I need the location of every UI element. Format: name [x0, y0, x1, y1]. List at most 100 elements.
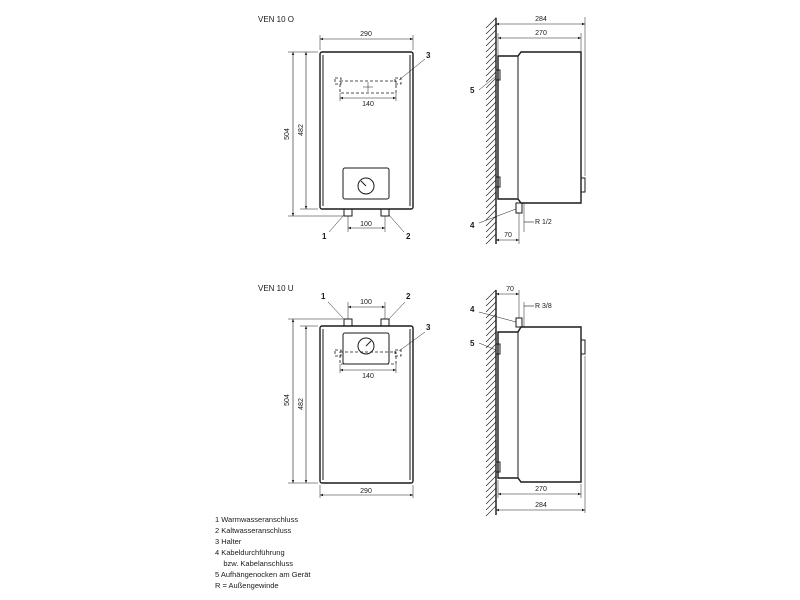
- callout-5-top: 5: [470, 86, 475, 95]
- hatch-line: [485, 185, 497, 197]
- hatch-line: [485, 53, 497, 65]
- dim-depth-total-top: 284: [535, 16, 547, 23]
- thermostat-knob-top: [357, 177, 375, 195]
- dim-hanger-top: 140: [362, 101, 374, 108]
- callout-3-bottom: 3: [426, 323, 431, 332]
- side-view-top: 284 270 R 1/2 70 5 4: [470, 16, 586, 245]
- hatch-line: [485, 191, 497, 203]
- hatch-line: [485, 101, 497, 113]
- dim-width-bottom: 290: [360, 488, 372, 495]
- hatch-line: [485, 209, 497, 221]
- hatch-line: [485, 107, 497, 119]
- hatch-line: [485, 385, 497, 397]
- hanger-bottom: [339, 351, 397, 365]
- dim-connections-top: 100: [360, 221, 372, 228]
- hatch-line: [485, 319, 497, 331]
- legend-item: 1 Warmwasseranschluss: [215, 515, 298, 524]
- hatch-line: [485, 161, 497, 173]
- hatch-line: [485, 119, 497, 131]
- hatch-line: [485, 397, 497, 409]
- hatch-line: [485, 493, 497, 505]
- front-view-bottom: VEN 10 U 100 140 290: [258, 284, 431, 498]
- hatch-line: [485, 475, 497, 487]
- hatch-line: [485, 415, 497, 427]
- hatch-line: [485, 367, 497, 379]
- callout-5-bottom: 5: [470, 339, 475, 348]
- hatch-line: [485, 17, 497, 29]
- hanging-lug-bottom: [495, 343, 501, 355]
- dim-depth-body-bottom: 270: [535, 486, 547, 493]
- hatch-line: [485, 379, 497, 391]
- hatch-line: [485, 469, 497, 481]
- hatch-line: [485, 499, 497, 511]
- legend-item: bzw. Kabelanschluss: [215, 559, 293, 568]
- hatch-line: [485, 349, 497, 361]
- hanger-top: [339, 80, 397, 94]
- hatch-line: [485, 203, 497, 215]
- hatch-line: [485, 155, 497, 167]
- hatch-line: [485, 221, 497, 233]
- callout-4-top: 4: [470, 221, 475, 230]
- dim-connections-bottom: 100: [360, 299, 372, 306]
- hatch-line: [485, 197, 497, 209]
- hatch-line: [485, 143, 497, 155]
- connection-side-bottom: [515, 317, 523, 328]
- dim-height-total-top: 504: [284, 128, 291, 140]
- hatch-line: [485, 95, 497, 107]
- hatch-line: [485, 65, 497, 77]
- legend: 1 Warmwasseranschluss 2 Kaltwasseranschl…: [215, 515, 311, 590]
- hatch-line: [485, 113, 497, 125]
- hatch-line: [485, 505, 497, 517]
- hatch-line: [485, 131, 497, 143]
- cold-water-connection-top: [380, 208, 390, 217]
- hatch-line: [485, 457, 497, 469]
- dim-height-body-bottom: 482: [298, 398, 305, 410]
- thermostat-knob-bottom: [357, 337, 375, 355]
- callout-4-bottom: 4: [470, 305, 475, 314]
- legend-item: R = Außengewinde: [215, 581, 279, 590]
- callout-1-bottom: 1: [321, 292, 326, 301]
- dim-wall-offset-bottom: 70: [506, 286, 514, 293]
- legend-item: 2 Kaltwasseranschluss: [215, 526, 292, 535]
- hatch-line: [485, 295, 497, 307]
- connection-side-top: [515, 202, 523, 214]
- hatch-line: [485, 41, 497, 53]
- hatch-line: [485, 179, 497, 191]
- dim-height-body-top: 482: [298, 124, 305, 136]
- hatch-line: [485, 137, 497, 149]
- hatch-line: [485, 445, 497, 457]
- callout-3-top: 3: [426, 51, 431, 60]
- thermostat-panel-top: [342, 167, 390, 200]
- heater-body-bottom: [319, 325, 414, 484]
- hatch-line: [485, 71, 497, 83]
- hatch-line: [485, 325, 497, 337]
- wall-hatching-bottom: [485, 289, 497, 517]
- legend-item: 3 Halter: [215, 537, 242, 546]
- hatch-line: [485, 83, 497, 95]
- side-view-bottom: 70 R 3/8 270 284 4 5: [470, 286, 586, 517]
- callout-2-bottom: 2: [406, 292, 411, 301]
- hatch-line: [485, 313, 497, 325]
- hatch-line: [485, 301, 497, 313]
- hatch-line: [485, 149, 497, 161]
- hatch-line: [485, 47, 497, 59]
- hatch-line: [485, 451, 497, 463]
- hatch-line: [485, 487, 497, 499]
- view-title-bottom: VEN 10 U: [258, 284, 294, 293]
- callout-1-top: 1: [322, 232, 327, 241]
- hatch-line: [485, 23, 497, 35]
- hatch-line: [485, 403, 497, 415]
- hatch-line: [485, 409, 497, 421]
- hatch-line: [485, 355, 497, 367]
- hatch-line: [485, 289, 497, 301]
- thread-label-bottom: R 3/8: [535, 303, 552, 310]
- dim-depth-total-bottom: 284: [535, 502, 547, 509]
- heater-body-top: [319, 51, 414, 210]
- hatch-line: [485, 89, 497, 101]
- hatch-line: [485, 361, 497, 373]
- front-view-top: VEN 10 O 290 140 100: [258, 15, 431, 241]
- callout-2-top: 2: [406, 232, 411, 241]
- hatch-line: [485, 331, 497, 343]
- hatch-line: [485, 421, 497, 433]
